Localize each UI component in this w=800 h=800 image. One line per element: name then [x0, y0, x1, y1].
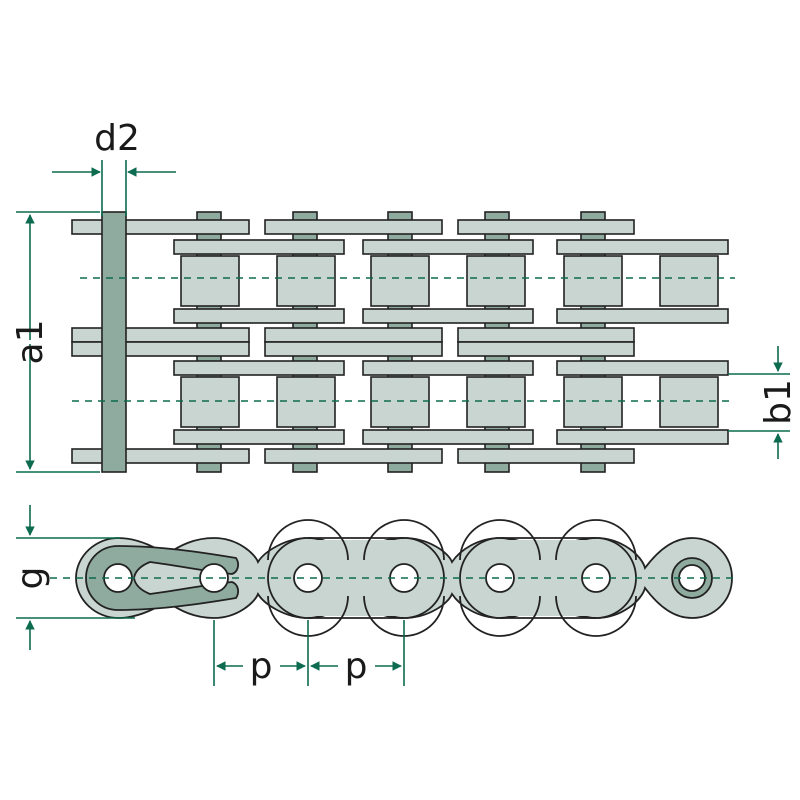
- label-a1: a1: [10, 320, 51, 365]
- dimension-b1: [728, 346, 790, 459]
- spring-clip: [85, 545, 239, 611]
- label-b1: b1: [758, 379, 799, 425]
- inner-plates-row2: [173, 360, 729, 445]
- outer-plates-bottom: [71, 448, 635, 464]
- rollers-row2: [180, 376, 719, 428]
- label-d2: d2: [94, 118, 140, 159]
- pin-hole-3: [293, 563, 323, 593]
- label-p-2: p: [345, 646, 368, 687]
- outer-plates-top: [71, 219, 635, 235]
- label-p-1: p: [250, 646, 273, 687]
- end-pin: [101, 211, 127, 473]
- top-center-lines: [72, 277, 735, 402]
- inner-plates-row1: [173, 239, 729, 324]
- pin-hole-2: [199, 563, 229, 593]
- top-view-chain: [71, 211, 729, 473]
- label-g: g: [10, 567, 51, 590]
- rollers-row1: [180, 255, 719, 307]
- middle-plates: [71, 327, 635, 357]
- dimension-d2: [52, 160, 176, 216]
- dimension-p: [213, 620, 405, 686]
- dimension-a1: [16, 211, 100, 473]
- pin-hole-5: [485, 563, 515, 593]
- dimension-g: [16, 505, 135, 650]
